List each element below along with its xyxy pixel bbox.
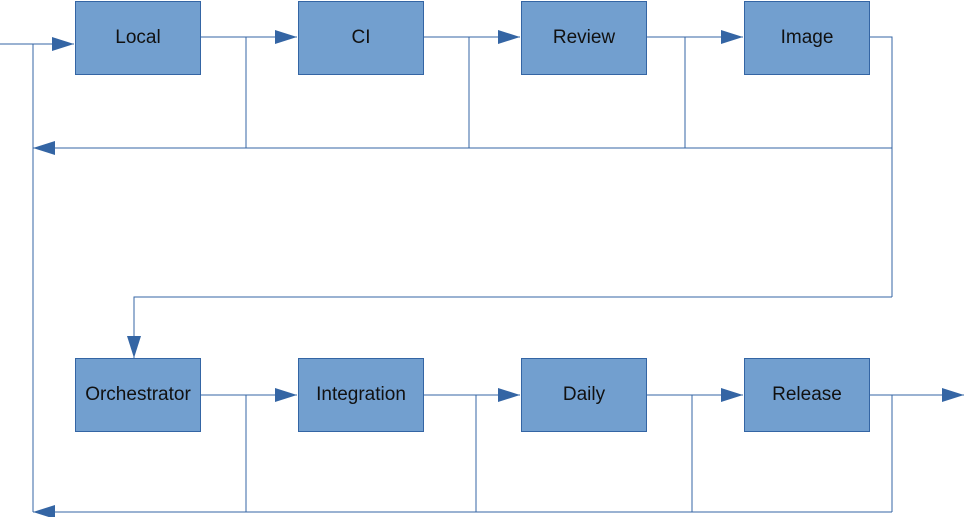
node-label: Review [552,27,616,48]
node-label: Release [772,384,842,405]
node-image: Image [744,1,870,75]
node-label: CI [351,27,371,48]
node-label: Orchestrator [85,384,191,405]
node-label: Local [115,27,161,48]
node-label: Daily [562,384,606,405]
node-orchestrator: Orchestrator [75,358,201,432]
node-integration: Integration [298,358,424,432]
node-local: Local [75,1,201,75]
node-ci: CI [298,1,424,75]
node-label: Integration [316,384,406,405]
node-daily: Daily [521,358,647,432]
node-release: Release [744,358,870,432]
image-out-connector [870,36,893,297]
node-label: Image [780,27,834,48]
arrow-image-orchestrator [127,296,892,358]
node-review: Review [521,1,647,75]
